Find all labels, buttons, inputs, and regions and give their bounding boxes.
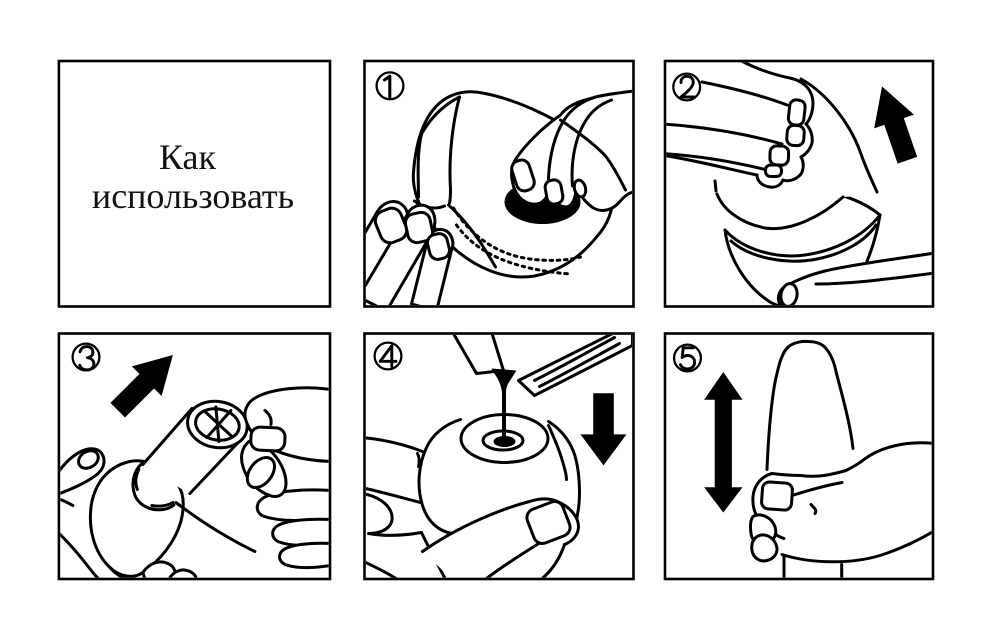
svg-text:использовать: использовать bbox=[92, 176, 294, 216]
svg-text:Как: Как bbox=[159, 137, 217, 177]
